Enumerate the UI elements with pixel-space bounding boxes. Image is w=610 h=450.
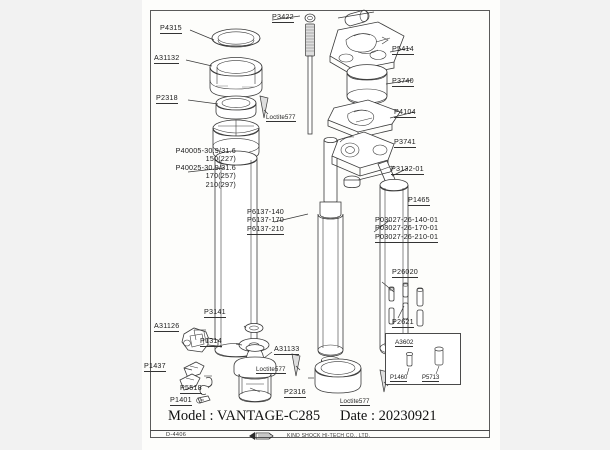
part-p3422-graphic [304, 13, 316, 135]
callout-p3740: P3740 [392, 76, 414, 87]
callout-p4315: P4315 [160, 23, 182, 34]
sheet-border [150, 10, 490, 438]
title-block-rule [150, 430, 490, 431]
part-a31132-graphic [209, 57, 263, 98]
part-p4104-graphic [346, 64, 388, 105]
callout-p3141: P3141 [204, 307, 226, 318]
callout-p5518: P5518 [180, 383, 202, 394]
page-gutter-left [0, 0, 142, 450]
part-p3141-graphic [244, 322, 264, 333]
part-p2318-graphic [215, 95, 257, 120]
part-p26020-group-graphic [388, 282, 424, 327]
drawing-number: D-4406 [166, 432, 187, 438]
loctite-cone-1-graphic [259, 95, 269, 119]
inset-title: A3602 [395, 339, 414, 347]
part-p5518-graphic [199, 375, 213, 395]
callout-a31132: A31132 [154, 53, 180, 64]
callout-a31133: A31133 [274, 344, 300, 355]
callout-p3741: P3741 [394, 137, 416, 148]
loctite-cone-2-graphic [291, 353, 301, 377]
inset-label-left: P1460 [390, 375, 408, 382]
callout-p1465: P1465 [408, 195, 430, 206]
callout-loctite-2: Loctite577 [256, 366, 286, 374]
date-label: Date : 20230921 [340, 408, 437, 424]
company-name: KIND SHOCK HI-TECH CO., LTD. [287, 433, 371, 439]
part-p3132-01-graphic [343, 175, 361, 189]
part-p1401-graphic [196, 395, 211, 404]
callout-p3422: P3422 [272, 12, 294, 23]
callout-p1314: P1314 [200, 336, 222, 347]
callout-p2316: P2316 [284, 387, 306, 398]
model-label: Model : VANTAGE-C285 [168, 408, 321, 424]
company-logo-icon [249, 432, 274, 440]
callout-loctite-3: Loctite577 [340, 398, 370, 406]
part-p3740-graphic [329, 21, 405, 77]
part-a31133-graphic [233, 344, 277, 403]
callout-p1437: P1437 [144, 361, 166, 372]
exploded-view-artwork [179, 9, 424, 404]
callout-tube-spec-block: P40005-30.9/31.6 150(227) P40025-30.9/31… [175, 146, 236, 189]
callout-p2318: P2318 [156, 93, 178, 104]
callout-p6137-block: P6137-140 P6137-170 P6137-210 [247, 207, 284, 235]
callout-loctite-1: Loctite577 [266, 114, 296, 122]
part-p1437-graphic [179, 361, 205, 391]
callout-p4104: P4104 [394, 107, 416, 118]
part-p4315-graphic [211, 28, 261, 48]
callout-p26020: P26020 [392, 267, 418, 278]
callout-p1401: P1401 [170, 395, 192, 406]
callout-p3132-01: P3132-01 [391, 164, 424, 175]
inset-detail-box: A3602 P1460 P5713 [385, 333, 461, 385]
callout-p2621: P2621 [392, 317, 414, 328]
part-p6137-cartridge-graphic [317, 136, 344, 377]
callout-a31126: A31126 [154, 321, 180, 332]
drawing-sheet: P4315 A31132 P2318 P3422 P5414 P3740 P41… [142, 0, 500, 450]
part-p5414-graphic [344, 9, 370, 27]
page-gutter-right [500, 0, 610, 450]
inset-artwork [405, 346, 444, 376]
inset-label-right: P5713 [422, 375, 440, 382]
callout-p5414: P5414 [392, 44, 414, 55]
part-p2316-graphic [314, 358, 362, 394]
part-outer-tube-graphic [214, 150, 258, 358]
callout-p03027-block: P03027-26-140-01 P03027-26-170-01 P03027… [375, 215, 439, 243]
leader-lines [183, 11, 415, 401]
